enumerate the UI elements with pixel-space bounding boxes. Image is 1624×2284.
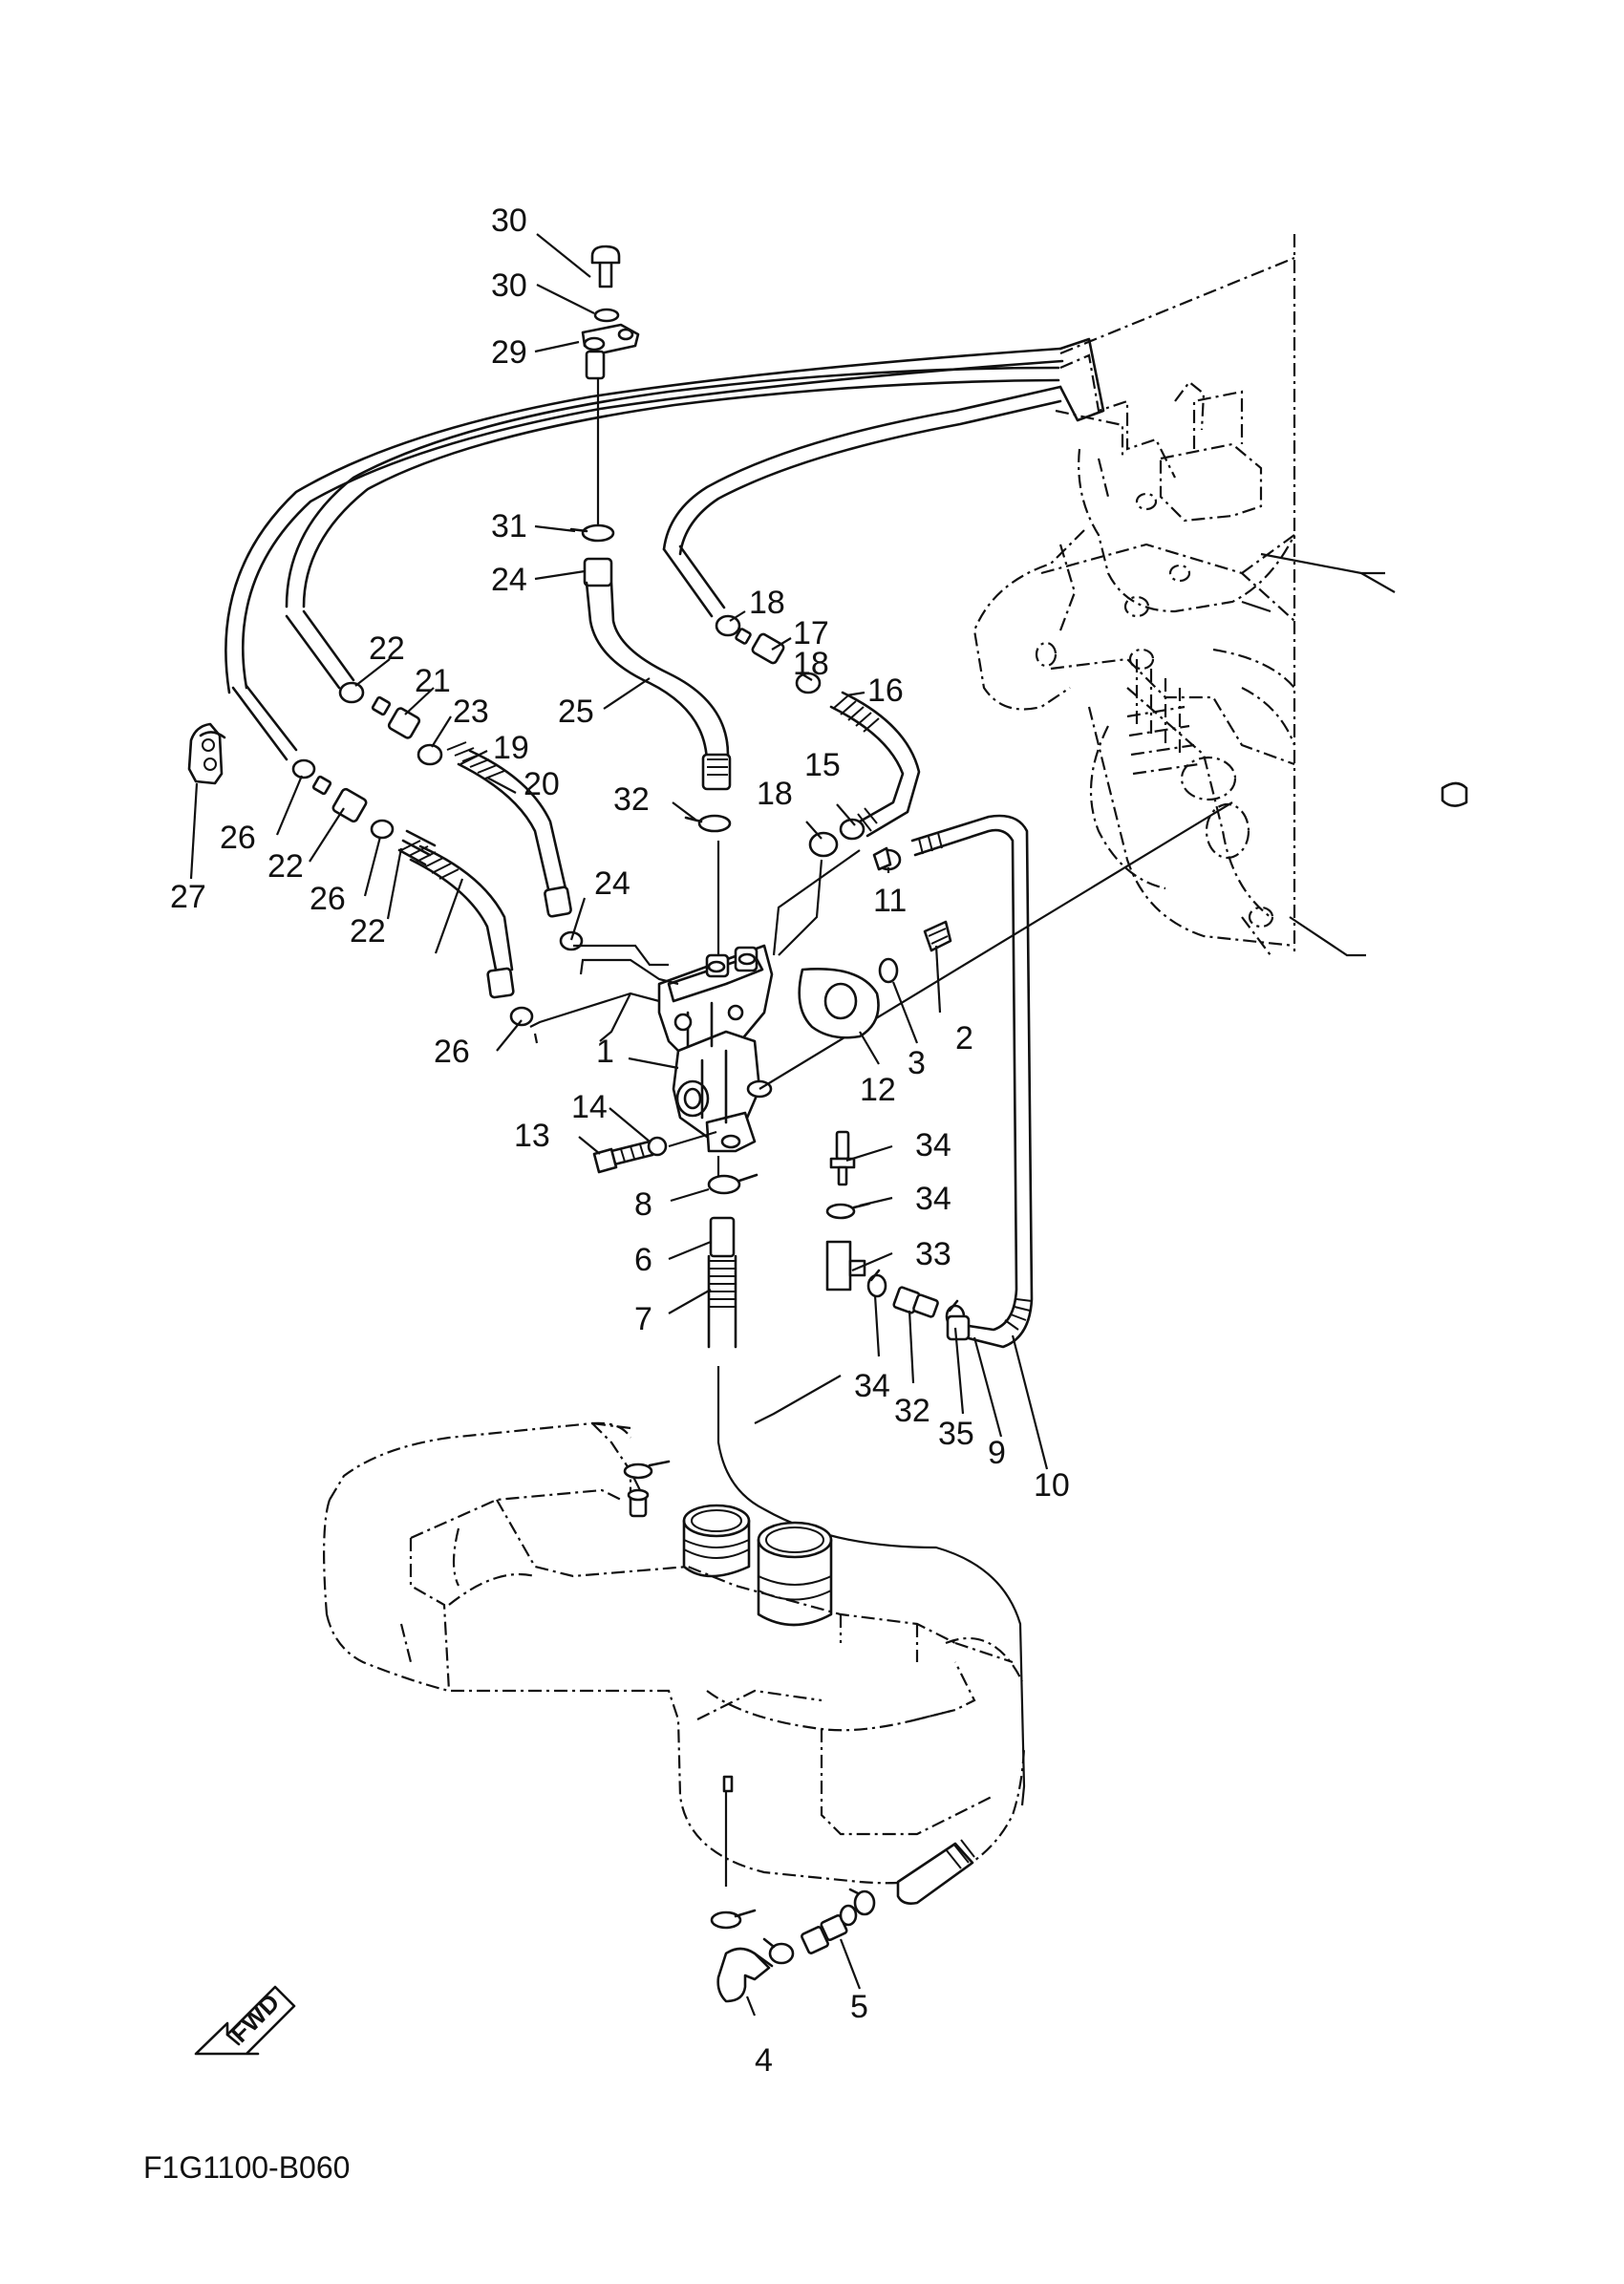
- tank-filler-necks: [682, 1504, 833, 1627]
- callout-8: 8: [634, 1186, 652, 1223]
- callout-30-top: 31: [491, 508, 527, 544]
- callout-13: 13: [514, 1118, 550, 1154]
- callout-5: 5: [850, 1989, 868, 2025]
- callout-14: 14: [571, 1089, 608, 1125]
- callout-36: 30: [491, 203, 527, 239]
- callout-6: 6: [634, 1242, 652, 1278]
- right-hose-group: [662, 544, 921, 858]
- callout-18-top: 18: [749, 585, 785, 621]
- fuel-pump-assembly: [657, 944, 774, 1153]
- callout-25-vis: 22: [267, 848, 304, 885]
- engine-small-parts: [1241, 552, 1468, 957]
- callout-29: 25: [558, 694, 594, 730]
- fuel-tank-outline: [323, 1421, 1026, 1885]
- elbow-hose-4: [710, 1909, 774, 2003]
- assembly-guide-lines: [529, 801, 1233, 1887]
- callout-26-low: 26: [434, 1034, 470, 1070]
- callout-26-left: 26: [220, 820, 256, 856]
- callout-2: 2: [955, 1020, 973, 1057]
- callout-9: 9: [988, 1435, 1006, 1471]
- callout-32: 33: [915, 1236, 951, 1272]
- callout-34-right: 35: [938, 1416, 974, 1452]
- callout-3: 3: [908, 1045, 926, 1081]
- fitting-2: [923, 920, 952, 952]
- callout-23: 22: [350, 913, 386, 950]
- callout-35: 29: [491, 334, 527, 371]
- engine-block-outline: [972, 234, 1296, 956]
- washer-14: [647, 1136, 668, 1157]
- left-hose-group: [231, 609, 584, 1027]
- callout-22-bottom: 24: [594, 865, 630, 902]
- callout-18-low: 18: [757, 776, 793, 812]
- callout-11: 11: [873, 883, 907, 919]
- callout-7: 7: [634, 1301, 652, 1337]
- callout-15: 15: [804, 747, 841, 783]
- callout-30-bottom: 32: [613, 781, 650, 818]
- callout-31-label: 32: [894, 1393, 930, 1429]
- fitting-5: [762, 1904, 858, 1965]
- callout-12: 12: [860, 1072, 896, 1108]
- hose-clips-30: [569, 523, 732, 833]
- gasket-12: [798, 968, 880, 1039]
- callout-labels: 30 30 29 30 31 30 24 25 32 18 17 18 16 1…: [170, 203, 1070, 2079]
- callout-10: 10: [1034, 1467, 1070, 1504]
- callout-33: 34: [915, 1127, 951, 1163]
- vertical-hose-29: [583, 557, 732, 791]
- clamp-8: [707, 1173, 759, 1195]
- tank-outlet-hose: [848, 1839, 975, 1916]
- callout-27: 27: [170, 879, 206, 915]
- callout-34-top: 34: [915, 1181, 951, 1217]
- tank-top-fittings: [623, 1460, 734, 1793]
- callout-21: 21: [415, 663, 451, 699]
- callout-28-label: 24: [491, 562, 527, 598]
- callout-34-left: 34: [854, 1368, 890, 1404]
- forward-arrow-icon: [194, 1985, 296, 2056]
- bolt-13: [592, 1140, 654, 1174]
- callout-37: 30: [491, 267, 527, 304]
- leader-lines: [189, 233, 1049, 2017]
- callout-17: 17: [793, 615, 829, 651]
- callout-4: 4: [755, 2042, 773, 2079]
- callout-18-mid: 18: [793, 646, 829, 682]
- hose-clip-bracket: [187, 722, 226, 785]
- callout-22-top: 22: [369, 630, 405, 667]
- drawing-code: F1G1100-B060: [143, 2150, 350, 2185]
- callout-1: 1: [596, 1034, 614, 1070]
- callout-20: 20: [524, 766, 560, 802]
- hose-6-7: [707, 1216, 737, 1349]
- callout-22-mid: 23: [453, 694, 489, 730]
- corrugated-hose-24: [400, 840, 459, 880]
- top-bracket-assembly: [581, 245, 640, 380]
- callout-26-mid: 26: [310, 881, 346, 917]
- o-ring-3: [878, 957, 899, 984]
- long-fuel-hoses: [224, 337, 1105, 694]
- fitting-11: [872, 846, 902, 871]
- callout-16: 16: [867, 672, 904, 709]
- callout-19: 19: [493, 730, 529, 766]
